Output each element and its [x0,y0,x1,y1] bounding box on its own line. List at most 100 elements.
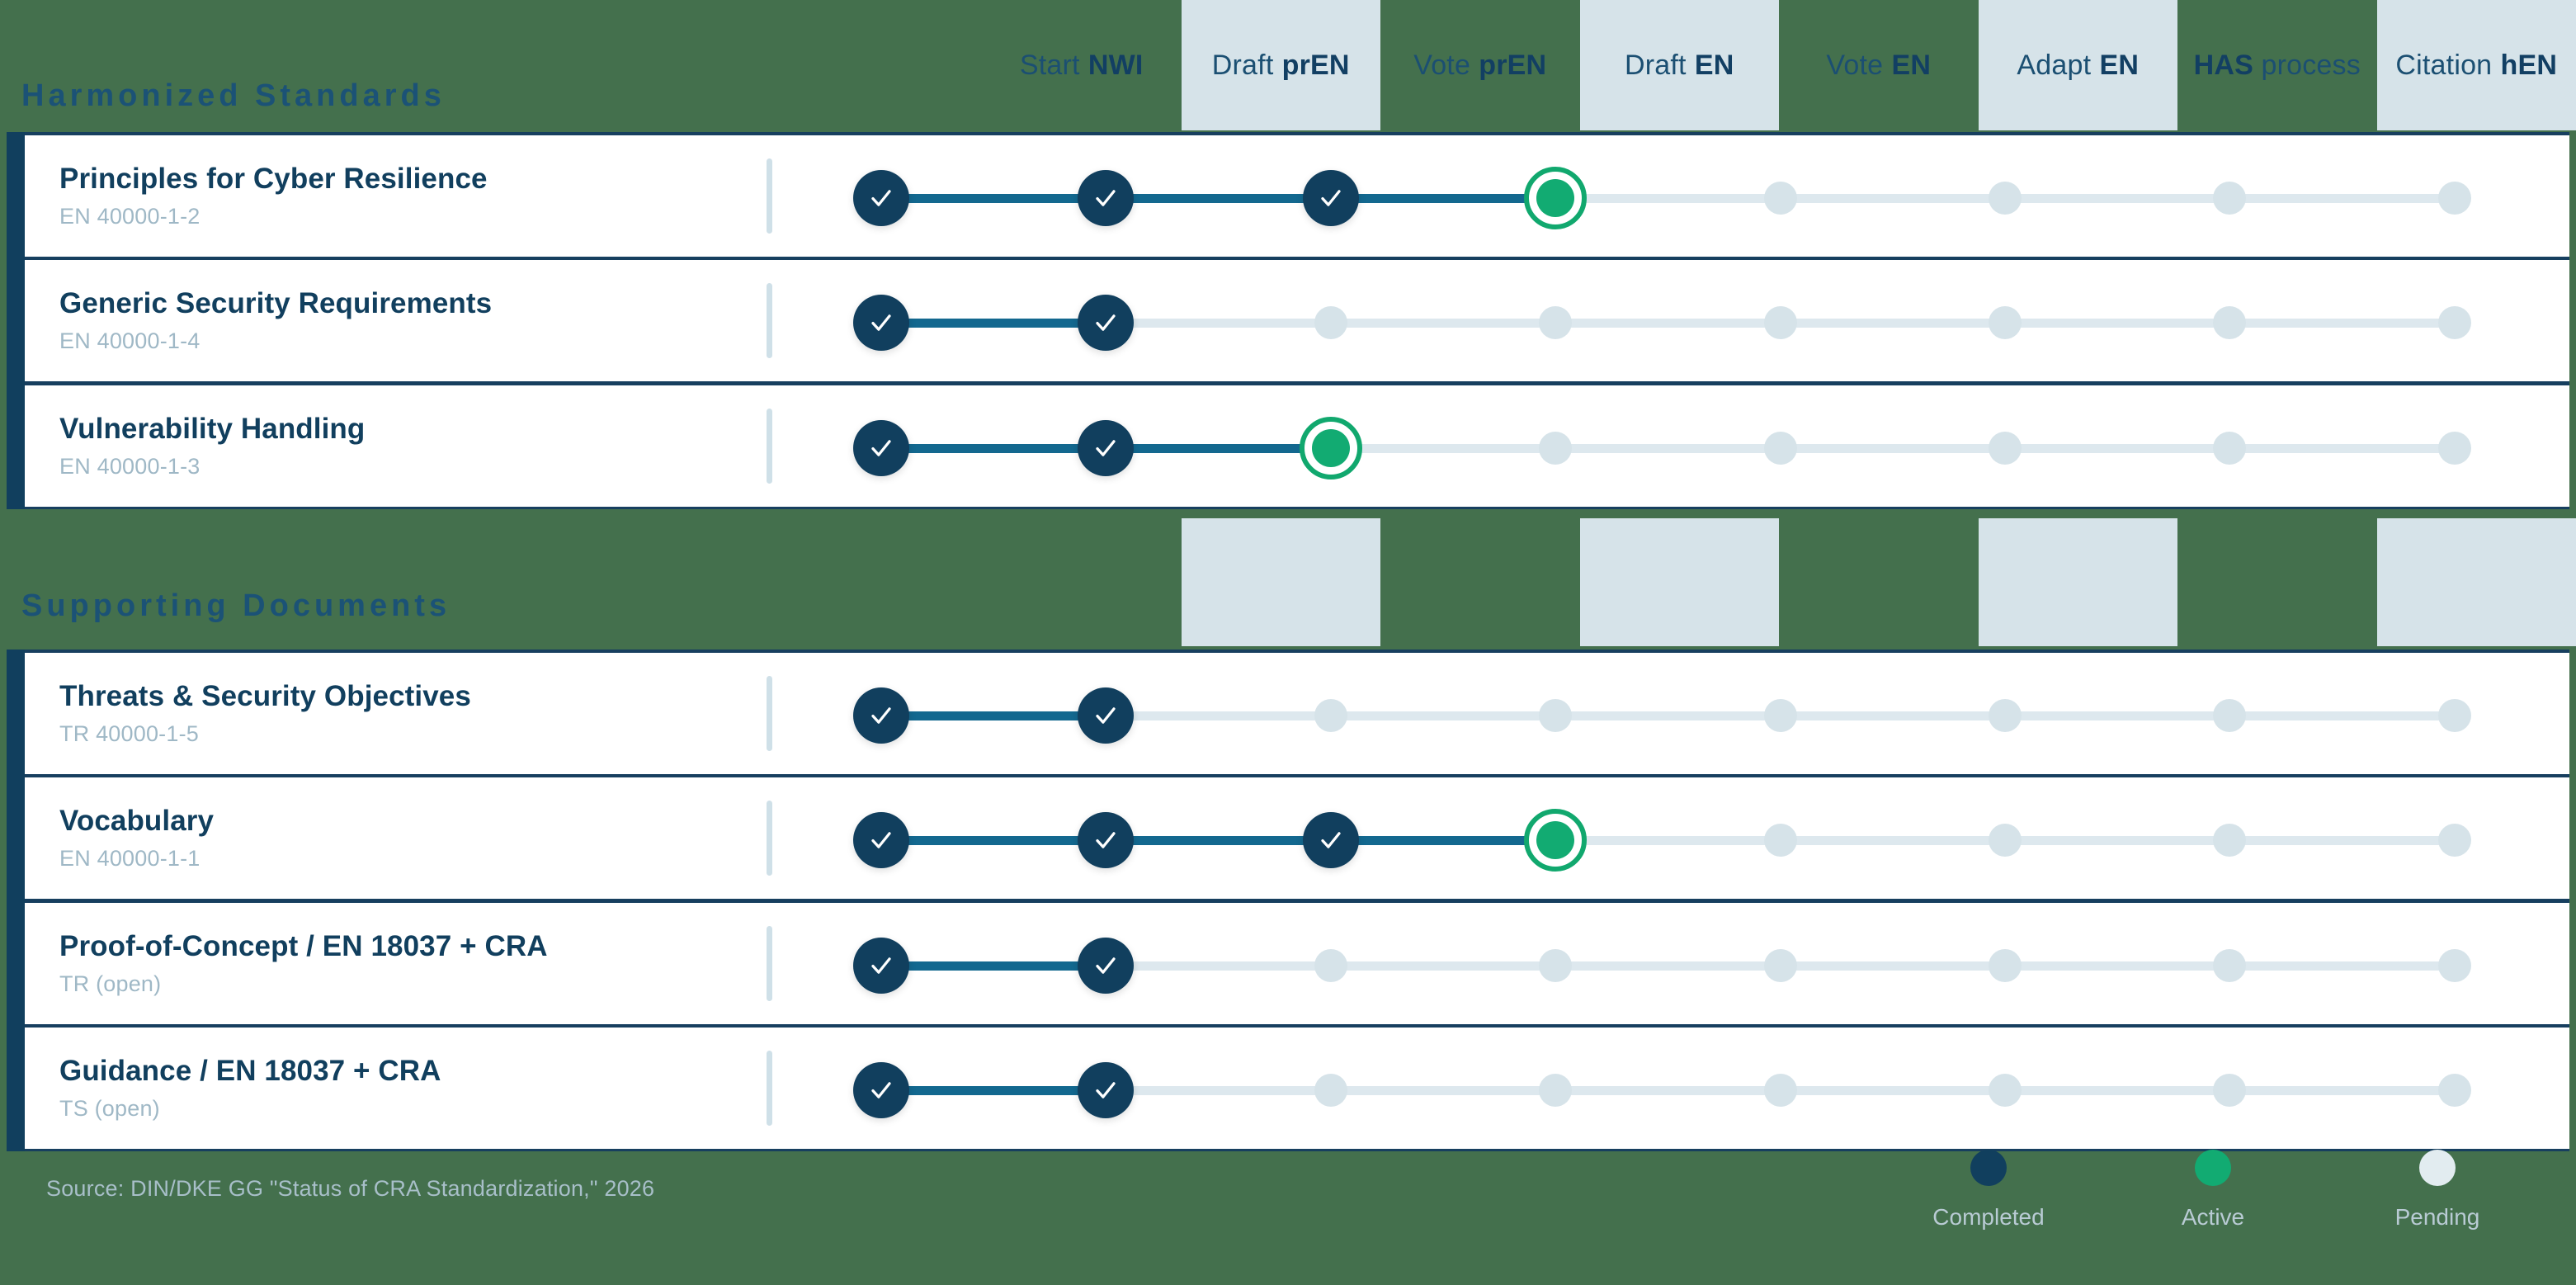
milestone-dot-pending[interactable] [1763,698,1797,732]
track-segment [1542,443,1794,453]
milestone-dot-completed[interactable] [853,419,909,476]
milestone-dot-completed[interactable] [1078,294,1135,351]
milestone-dot-pending[interactable] [2213,948,2247,982]
track-segment [868,443,1120,453]
check-icon [1321,189,1341,206]
milestone-dot-completed[interactable] [1078,811,1135,868]
milestone-dot-pending[interactable] [2437,181,2471,215]
milestone-dot-pending[interactable] [1314,698,1347,732]
stage-label-plain: Draft [1211,49,1274,81]
milestone-dot-pending[interactable] [2437,305,2471,339]
milestone-dot-pending[interactable] [2437,698,2471,732]
milestone-dot-completed[interactable] [853,811,909,868]
milestone-dot-completed[interactable] [1078,169,1135,226]
milestone-dot-pending[interactable] [1763,181,1797,215]
stage-label-bold: EN [2099,49,2140,81]
milestone-dot-pending[interactable] [1763,305,1797,339]
milestone-dot-pending[interactable] [2213,181,2247,215]
milestone-dot-active[interactable] [1524,166,1588,229]
track-segment [2216,443,2468,453]
milestone-dot-completed[interactable] [1078,419,1135,476]
milestone-dot-pending[interactable] [2213,823,2247,857]
milestone-dot-pending[interactable] [1539,948,1573,982]
milestone-dot-pending[interactable] [1314,948,1347,982]
milestone-dot-pending[interactable] [2437,823,2471,857]
milestone-dot-pending[interactable] [2213,305,2247,339]
track-segment [868,835,1120,845]
milestone-dot-completed[interactable] [853,937,909,994]
row-title: Threats & Security Objectives [59,680,471,713]
track-segment [1317,193,1569,203]
milestone-dot-pending[interactable] [1989,698,2022,732]
milestone-dot-pending[interactable] [1989,1073,2022,1107]
milestone-dot-pending[interactable] [1989,305,2022,339]
track-segment [868,318,1120,328]
milestone-dot-pending[interactable] [1763,431,1797,465]
milestone-dot-pending[interactable] [1989,431,2022,465]
milestone-dot-pending[interactable] [1763,823,1797,857]
milestone-dot-pending[interactable] [1314,305,1347,339]
milestone-dot-pending[interactable] [1539,431,1573,465]
milestone-dot-pending[interactable] [1539,1073,1573,1107]
milestone-dot-completed[interactable] [853,687,909,744]
section-title: Harmonized Standards [21,78,446,113]
milestone-dot-completed[interactable] [1078,1061,1135,1118]
row-bottom-rule [25,1149,2569,1151]
milestone-dot-pending[interactable] [2213,698,2247,732]
milestone-dot-active[interactable] [1299,416,1362,480]
track-segment [1092,711,1344,720]
check-icon [1096,189,1116,206]
row-divider [767,283,772,358]
milestone-dot-pending[interactable] [1539,698,1573,732]
column-band [1978,0,2177,130]
stage-label-bold: prEN [1281,49,1350,81]
milestone-dot-active[interactable] [1524,808,1588,872]
milestone-dot-completed[interactable] [853,294,909,351]
milestone-dot-pending[interactable] [1989,823,2022,857]
milestone-dot-pending[interactable] [1989,948,2022,982]
row-reference: EN 40000-1-3 [59,453,201,479]
milestone-dot-pending[interactable] [2437,948,2471,982]
milestone-dot-completed[interactable] [1078,687,1135,744]
row-accent-bar [7,774,25,901]
milestone-dot-pending[interactable] [1989,181,2022,215]
milestone-dot-pending[interactable] [1314,1073,1347,1107]
milestone-dot-pending[interactable] [2213,431,2247,465]
row-accent-bar [7,900,25,1027]
check-icon [1096,831,1116,848]
row-reference: TS (open) [59,1095,160,1121]
row-accent-bar [7,650,25,777]
milestone-dot-pending[interactable] [1763,1073,1797,1107]
legend-label: Completed [1932,1204,2045,1230]
check-icon [871,189,891,206]
milestone-dot-completed[interactable] [853,169,909,226]
milestone-dot-pending[interactable] [2213,1073,2247,1107]
milestone-dot-completed[interactable] [1302,811,1359,868]
milestone-dot-completed[interactable] [1078,937,1135,994]
milestone-dot-completed[interactable] [1302,169,1359,226]
milestone-dot-pending[interactable] [2437,431,2471,465]
milestone-dot-pending[interactable] [2437,1073,2471,1107]
milestone-dot-pending[interactable] [1539,305,1573,339]
milestone-dot-completed[interactable] [853,1061,909,1118]
milestone-dot-pending[interactable] [1763,948,1797,982]
section-title: Supporting Documents [21,588,451,623]
